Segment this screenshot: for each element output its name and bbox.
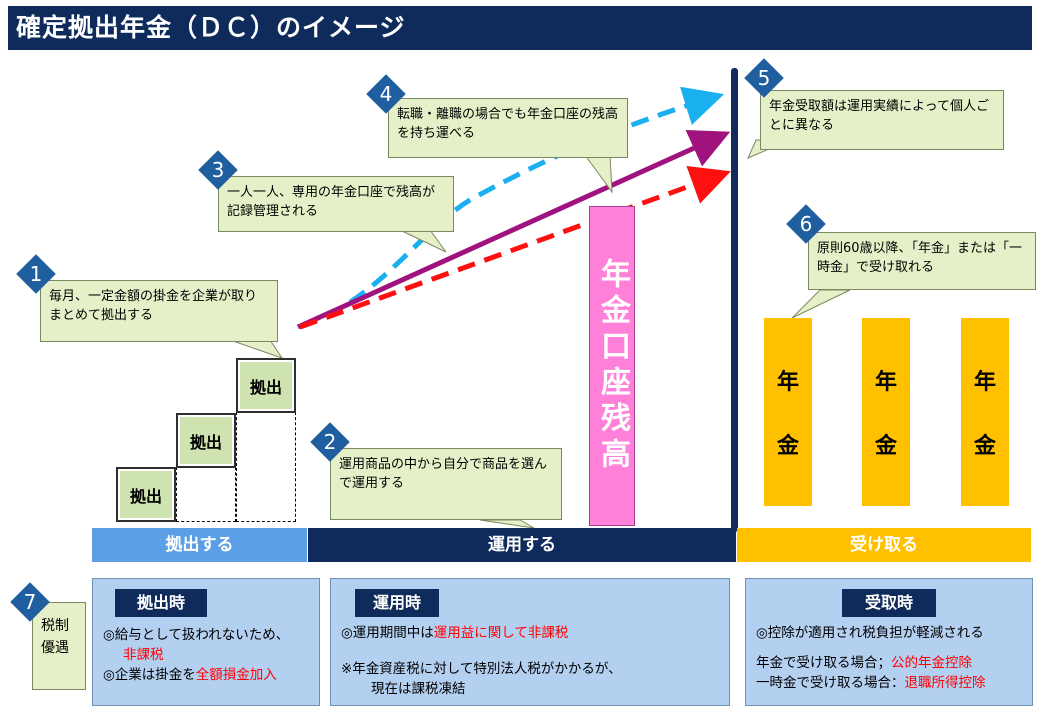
phase-operate: 運用する: [308, 528, 736, 562]
purple-arrow: [296, 130, 731, 330]
bubble-step-3: 一人一人、専用の年金口座で残高が記録管理される: [218, 176, 454, 232]
badge-number-6: 6: [799, 212, 813, 236]
pension-bar-1-bottom: 金: [776, 434, 799, 459]
dashed-slot-right: [236, 412, 296, 522]
tax-side-label: 税制優遇: [32, 602, 86, 690]
tax-contribute-line2: ◎企業は掛金を全額損金加入: [103, 667, 277, 683]
badge-number-2: 2: [323, 430, 337, 454]
bubble-step-2: 運用商品の中から自分で商品を選んで運用する: [330, 448, 562, 520]
bubble-tail-3: [399, 229, 447, 253]
bubble-text-3: 一人一人、専用の年金口座で残高が記録管理される: [227, 185, 436, 219]
page-title: 確定拠出年金（ＤＣ）のイメージ: [8, 6, 1032, 50]
tax-operate-line1: ◎運用期間中は運用益に関して非課税: [341, 625, 569, 641]
tax-operate-line3: 現在は課税凍結: [371, 681, 466, 697]
tax-head-operate: 運用時: [355, 589, 439, 617]
pension-bar-3-bottom: 金: [973, 434, 996, 459]
tax-contribute-line1: ◎給与として扱われないため、: [103, 627, 290, 643]
badge-1: 1: [16, 254, 56, 294]
tax-contribute-line1-red: 非課税: [123, 647, 164, 663]
pension-bar-1: 年 金: [764, 318, 812, 506]
tax-receive-line3: 一時金で受け取る場合：退職所得控除: [756, 675, 986, 691]
bubble-step-1: 毎月、一定金額の掛金を企業が取りまとめて拠出する: [40, 280, 278, 342]
pension-bar-2-bottom: 金: [874, 434, 897, 459]
pension-bar-3: 年 金: [961, 318, 1009, 506]
red-dashed-arrow: [299, 165, 731, 330]
badge-number-1: 1: [29, 262, 43, 286]
badge-5: 5: [744, 58, 784, 98]
pension-bar-3-top: 年: [973, 370, 996, 395]
tax-receive-line2: 年金で受け取る場合；公的年金控除: [756, 655, 972, 671]
bubble-text-4: 転職・離職の場合でも年金口座の残高を持ち運べる: [397, 107, 619, 141]
bubble-step-4: 転職・離職の場合でも年金口座の残高を持ち運べる: [388, 98, 628, 158]
tax-receive-line1: ◎控除が適用され税負担が軽減される: [756, 625, 984, 641]
contribution-block-2: 拠出: [176, 413, 236, 468]
account-balance-bar: 年金口座残高: [589, 206, 635, 526]
badge-3: 3: [198, 150, 238, 190]
badge-number-3: 3: [211, 158, 225, 182]
bubble-tail-1: [229, 339, 284, 359]
retirement-line: [731, 68, 738, 532]
tax-side-label-text: 税制優遇: [41, 618, 69, 656]
bubble-tail-6: [791, 289, 851, 319]
tax-head-contribute: 拠出時: [115, 589, 207, 617]
badge-7: 7: [10, 582, 50, 622]
tax-box-operate: 運用時 ◎運用期間中は運用益に関して非課税 ※年金資産税に対して特別法人税がかか…: [330, 578, 730, 706]
badge-number-5: 5: [757, 66, 771, 90]
badge-number-4: 4: [379, 82, 393, 106]
phase-contribute: 拠出する: [92, 528, 307, 562]
bubble-step-5: 年金受取額は運用実績によって個人ごとに異なる: [760, 90, 1004, 150]
dashed-slot-middle: [176, 467, 236, 522]
bubble-text-1: 毎月、一定金額の掛金を企業が取りまとめて拠出する: [49, 289, 258, 323]
badge-6: 6: [786, 204, 826, 244]
bubble-text-2: 運用商品の中から自分で商品を選んで運用する: [339, 457, 548, 491]
tax-box-contribute: 拠出時 ◎給与として扱われないため、 非課税 ◎企業は掛金を全額損金加入: [92, 578, 320, 706]
pension-bar-2-top: 年: [874, 370, 897, 395]
bubble-tail-4: [584, 154, 613, 194]
pension-bar-2: 年 金: [862, 318, 910, 506]
badge-2: 2: [310, 422, 350, 462]
badge-4: 4: [366, 74, 406, 114]
contribution-block-3: 拠出: [236, 358, 296, 413]
contribution-block-1: 拠出: [116, 467, 176, 522]
phase-receive: 受け取る: [737, 528, 1031, 562]
bubble-step-6: 原則60歳以降、「年金」または「一時金」で受け取れる: [808, 232, 1036, 290]
cyan-dashed-arrow: [299, 86, 725, 330]
pension-bar-1-top: 年: [776, 370, 799, 395]
bubble-text-5: 年金受取額は運用実績によって個人ごとに異なる: [769, 99, 989, 133]
tax-box-receive: 受取時 ◎控除が適用され税負担が軽減される 年金で受け取る場合；公的年金控除 一…: [745, 578, 1033, 706]
tax-head-receive: 受取時: [842, 589, 936, 617]
badge-number-7: 7: [23, 590, 37, 614]
tax-operate-line2: ※年金資産税に対して特別法人税がかかるが、: [341, 661, 622, 677]
bubble-text-6: 原則60歳以降、「年金」または「一時金」で受け取れる: [817, 241, 1023, 275]
bubble-tail-2: [479, 519, 535, 529]
